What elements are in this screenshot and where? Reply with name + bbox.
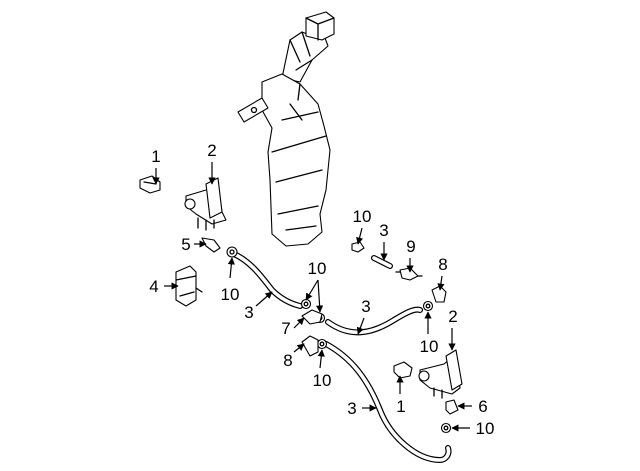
part-1-clip-upper (139, 175, 161, 194)
callout-label: 3 (379, 221, 388, 240)
callout-label: 8 (438, 255, 447, 274)
callout-label: 6 (478, 397, 487, 416)
clamp-10-left (226, 246, 238, 258)
callout-label: 10 (476, 419, 495, 438)
part-6-nozzle-fitting (445, 399, 459, 415)
part-5-connector (201, 237, 221, 253)
washer-reservoir (237, 11, 335, 247)
callout-label: 2 (448, 307, 457, 326)
part-2-washer-pump-left (184, 177, 227, 231)
callout-label: 4 (149, 277, 158, 296)
callout-label: 1 (151, 147, 160, 166)
clamp-10-bottom-right (440, 422, 452, 434)
callout-label: 3 (347, 399, 356, 418)
callout-label: 2 (207, 141, 216, 160)
callout-label: 10 (313, 371, 332, 390)
part-8-elbow-lower (301, 335, 319, 357)
callout-label: 3 (361, 297, 370, 316)
hose-short (371, 255, 393, 269)
hose-left (231, 251, 303, 309)
callout-label: 5 (181, 235, 190, 254)
callout-label: 3 (244, 303, 253, 322)
callout-label: 8 (283, 351, 292, 370)
callout-labels: 1 2 10 3 9 8 5 10 4 10 3 3 7 2 10 8 10 1… (149, 141, 494, 438)
callout-label: 10 (221, 285, 240, 304)
part-9-check-valve (395, 267, 423, 281)
part-8-elbow-right (431, 285, 447, 303)
callout-label: 1 (396, 397, 405, 416)
callout-label: 9 (406, 237, 415, 256)
clamp-10-right (422, 300, 434, 312)
callout-label: 10 (353, 207, 372, 226)
leader-lines (152, 162, 472, 432)
part-2-washer-pump-right (418, 349, 463, 399)
callout-label: 10 (308, 259, 327, 278)
part-1-clip-lower (393, 361, 413, 379)
clamp-10-lower (316, 338, 328, 350)
callout-label: 10 (420, 337, 439, 356)
part-4-bracket (175, 265, 203, 307)
hose-middle (325, 306, 423, 336)
part-7-tee-fitting (301, 309, 323, 325)
callout-label: 7 (281, 319, 290, 338)
hose-lower (323, 341, 452, 463)
